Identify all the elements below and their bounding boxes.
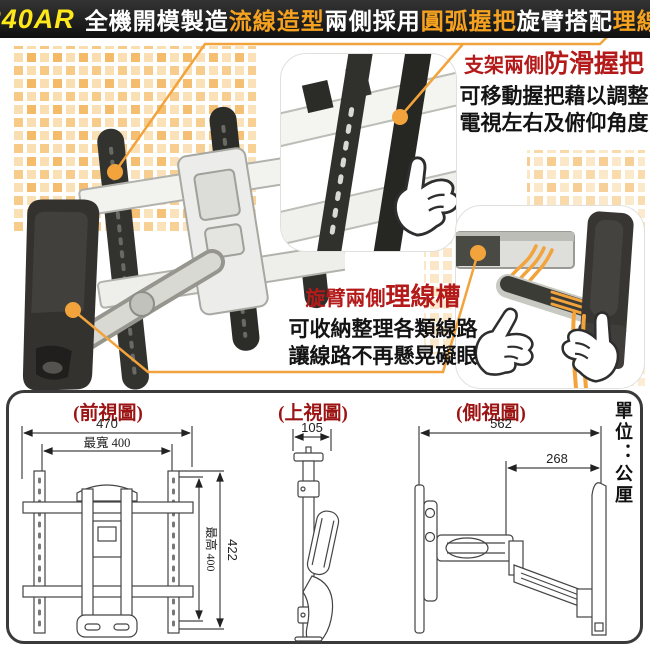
dim-front-width-overall: 470 bbox=[96, 416, 118, 431]
side-view-title: (側視圖) bbox=[456, 403, 526, 424]
front-view-drawing bbox=[21, 426, 224, 638]
annotation-grip-line1: 可移動握把藉以調整 bbox=[459, 84, 649, 108]
headline-highlight: 流線造型 bbox=[228, 9, 325, 34]
wall-cover bbox=[22, 199, 100, 391]
dim-side-extension-arm: 268 bbox=[546, 451, 568, 466]
spec-panel: (前視圖) (上視圖) (側視圖) 單位：公厘 bbox=[6, 390, 643, 644]
headline-highlight: 理線槽 bbox=[612, 9, 650, 34]
annotation-cable-title: 旋臂兩側理線槽 bbox=[305, 284, 461, 311]
dim-front-height-max: 最高 400 bbox=[204, 526, 219, 571]
headline-highlight: 圓弧握把 bbox=[420, 9, 517, 34]
annotation-cable-line2: 讓線路不再懸晃礙眼 bbox=[288, 344, 478, 368]
annotation-grip-line2: 電視左右及俯仰角度 bbox=[459, 111, 649, 135]
headline-segment: 全機開模製造 bbox=[84, 9, 229, 34]
headline-segment: 旋臂搭配 bbox=[516, 9, 613, 34]
hand-icon bbox=[474, 307, 534, 376]
top-view-drawing bbox=[292, 429, 340, 641]
annotation-cable: 旋臂兩側理線槽 可收納整理各類線路 讓線路不再懸晃礙眼 bbox=[281, 283, 485, 370]
annotation-cable-line1: 可收納整理各類線路 bbox=[288, 317, 478, 341]
annotation-grip: 支架兩側防滑握把 可移動握把藉以調整 電視左右及俯仰角度 bbox=[458, 50, 650, 137]
side-view-drawing bbox=[414, 426, 607, 636]
headline-segment: 兩側採用 bbox=[324, 9, 421, 34]
dim-top-depth: 105 bbox=[301, 420, 323, 435]
top-view-title: (上視圖) bbox=[278, 403, 348, 424]
annotation-grip-title: 支架兩側防滑握把 bbox=[463, 51, 644, 78]
dim-front-width-max: 最寬 400 bbox=[84, 435, 131, 450]
inset-photo-grip bbox=[280, 53, 457, 252]
header-bar: H240AR 全機開模製造 流線造型 兩側採用 圓弧握把 旋臂搭配 理線槽 bbox=[0, 0, 650, 38]
dim-side-extension-full: 562 bbox=[490, 416, 512, 431]
dim-front-height-overall: 422 bbox=[225, 539, 240, 561]
front-view-title: (前視圖) bbox=[73, 403, 143, 424]
model-number: H240AR bbox=[0, 3, 75, 34]
unit-label: 單位：公厘 bbox=[613, 401, 633, 506]
